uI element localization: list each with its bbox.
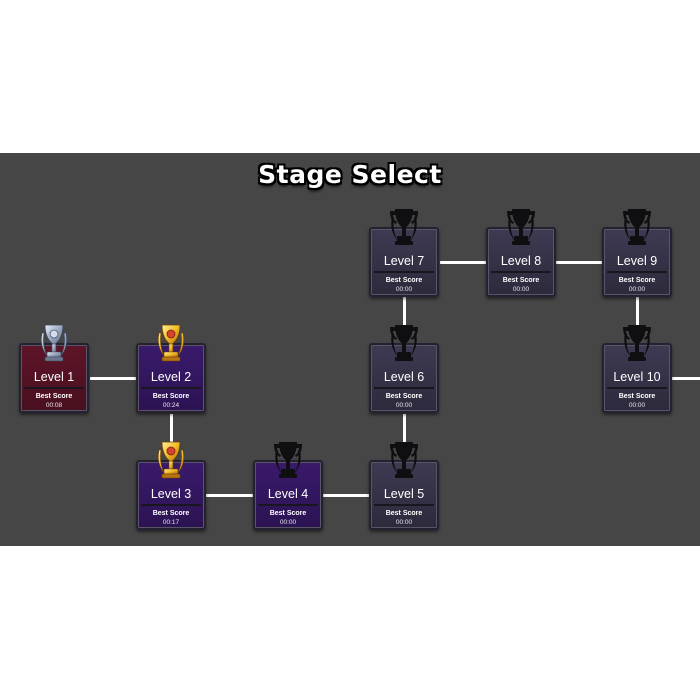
best-score-label: Best Score <box>385 510 423 517</box>
gold-trophy-icon <box>157 324 185 362</box>
best-score-label: Best Score <box>502 277 540 284</box>
best-score-time: 00:00 <box>628 402 646 409</box>
best-score-time: 00:24 <box>162 402 180 409</box>
best-score-time: 00:17 <box>162 519 180 526</box>
divider <box>607 387 667 389</box>
level-label: Level 1 <box>33 370 75 384</box>
page-title: Stage Select <box>258 160 442 189</box>
path-connector <box>403 297 406 344</box>
locked-trophy-icon <box>274 442 302 478</box>
level-label: Level 6 <box>383 370 425 384</box>
best-score-label: Best Score <box>385 393 423 400</box>
divider <box>491 271 551 273</box>
locked-trophy-icon <box>390 442 418 478</box>
path-connector <box>440 261 486 264</box>
level-label: Level 5 <box>383 487 425 501</box>
divider <box>374 504 434 506</box>
path-connector <box>206 494 253 497</box>
level-label: Level 3 <box>150 487 192 501</box>
divider <box>607 271 667 273</box>
best-score-label: Best Score <box>35 393 73 400</box>
divider <box>258 504 318 506</box>
level-9-card[interactable]: Level 9 Best Score 00:00 <box>602 227 672 297</box>
level-label: Level 7 <box>383 254 425 268</box>
best-score-time: 00:08 <box>45 402 63 409</box>
best-score-time: 00:00 <box>395 519 413 526</box>
path-connector <box>170 414 173 461</box>
level-2-card[interactable]: Level 2 Best Score 00:24 <box>136 343 206 413</box>
level-label: Level 9 <box>616 254 658 268</box>
locked-trophy-icon <box>390 325 418 361</box>
gold-trophy-icon <box>157 441 185 479</box>
best-score-time: 00:00 <box>279 519 297 526</box>
best-score-label: Best Score <box>269 510 307 517</box>
best-score-time: 00:00 <box>395 402 413 409</box>
silver-trophy-icon <box>40 324 68 362</box>
path-connector <box>556 261 602 264</box>
divider <box>374 387 434 389</box>
locked-trophy-icon <box>390 209 418 245</box>
level-label: Level 2 <box>150 370 192 384</box>
best-score-label: Best Score <box>385 277 423 284</box>
level-label: Level 4 <box>267 487 309 501</box>
divider <box>374 271 434 273</box>
best-score-time: 00:00 <box>395 286 413 293</box>
divider <box>141 504 201 506</box>
path-connector <box>323 494 370 497</box>
best-score-label: Best Score <box>152 393 190 400</box>
level-label: Level 10 <box>613 370 661 384</box>
path-connector <box>403 414 406 461</box>
divider <box>141 387 201 389</box>
path-connector <box>672 377 700 380</box>
best-score-label: Best Score <box>618 393 656 400</box>
locked-trophy-icon <box>507 209 535 245</box>
divider <box>24 387 84 389</box>
best-score-time: 00:00 <box>628 286 646 293</box>
best-score-label: Best Score <box>618 277 656 284</box>
best-score-time: 00:00 <box>512 286 530 293</box>
best-score-label: Best Score <box>152 510 190 517</box>
path-connector <box>636 297 639 344</box>
level-label: Level 8 <box>500 254 542 268</box>
locked-trophy-icon <box>623 209 651 245</box>
stage-map-panel <box>0 153 700 546</box>
locked-trophy-icon <box>623 325 651 361</box>
path-connector <box>90 377 136 380</box>
